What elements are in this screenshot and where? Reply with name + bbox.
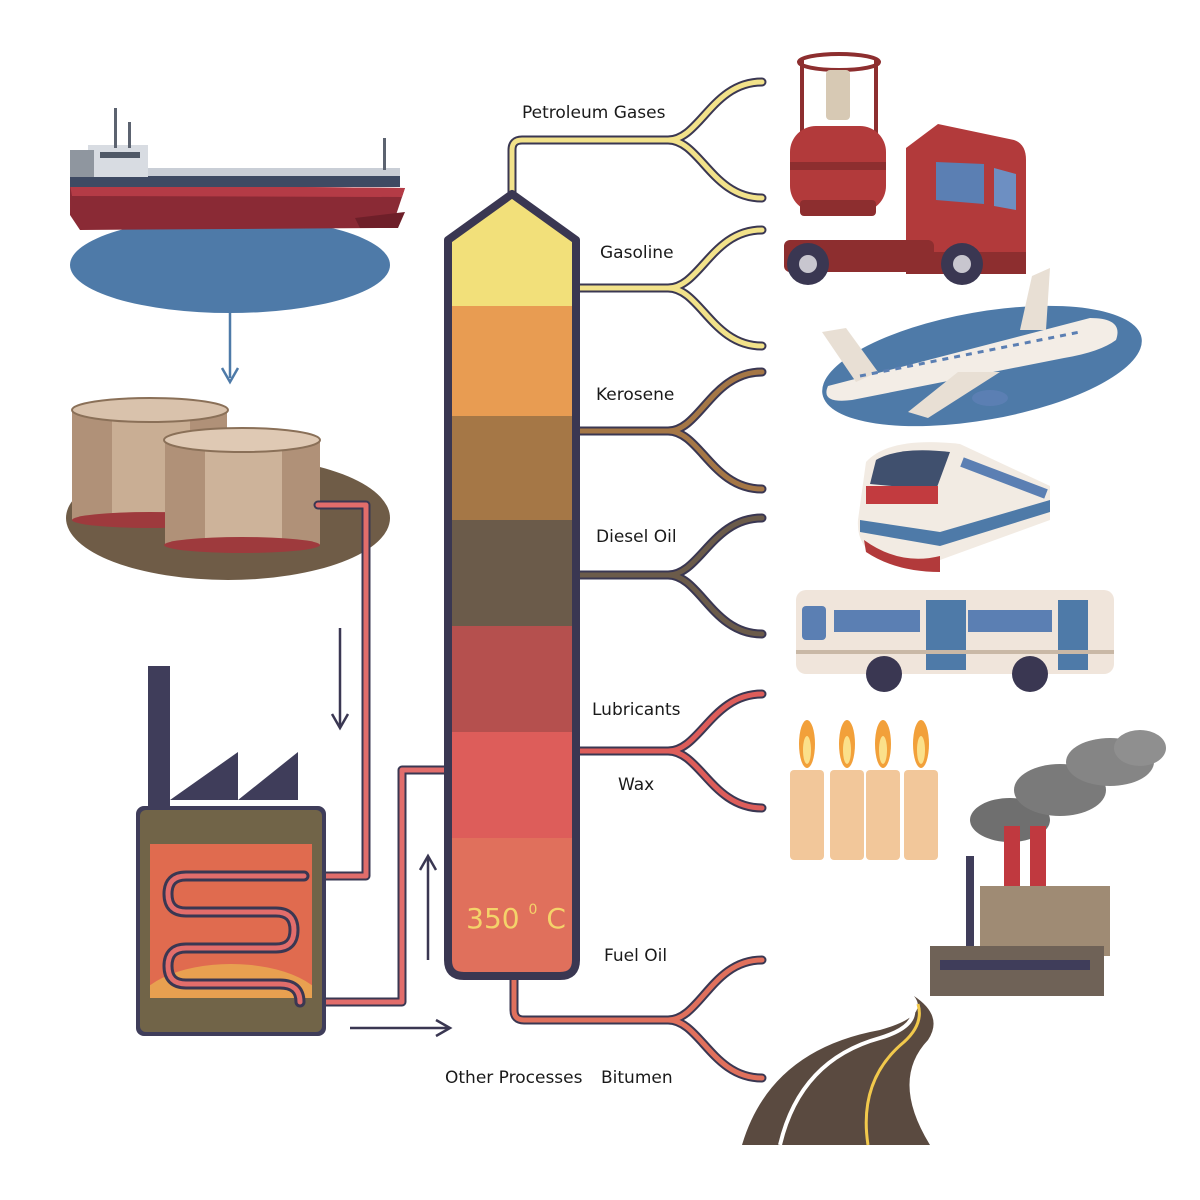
label-other-processes: Other Processes <box>445 1068 583 1088</box>
storage-tanks-icon <box>66 397 390 580</box>
temperature-unit: C <box>546 902 566 935</box>
column-temperature: 350 0 C <box>456 902 576 935</box>
label-fuel-oil: Fuel Oil <box>604 946 668 966</box>
flow-arrow-right <box>350 1018 453 1038</box>
gas-cylinder-icon <box>790 52 886 216</box>
label-petroleum-gases: Petroleum Gases <box>522 103 666 123</box>
column-layer <box>448 194 576 306</box>
flow-arrow-up <box>418 853 438 960</box>
branch-gasoline <box>571 225 767 351</box>
label-bitumen: Bitumen <box>601 1068 673 1088</box>
label-gasoline: Gasoline <box>600 243 674 263</box>
truck-icon <box>784 124 1026 285</box>
label-lubricants: Lubricants <box>592 700 681 720</box>
tanker-ship-icon <box>70 108 405 313</box>
label-diesel-oil: Diesel Oil <box>596 527 677 547</box>
furnace-factory-icon <box>136 666 326 1036</box>
train-icon <box>857 442 1050 572</box>
flow-arrow-down <box>330 628 350 731</box>
bus-icon <box>796 590 1114 692</box>
branch-lubricants-wax <box>571 689 767 813</box>
industrial-plant-icon <box>930 730 1166 996</box>
branch-kerosene <box>571 367 767 494</box>
branch-petroleum-gases <box>507 77 767 203</box>
airplane-icon <box>822 268 1142 427</box>
column-layer <box>448 520 576 626</box>
column-layer <box>448 306 576 416</box>
column-layer <box>448 416 576 520</box>
temperature-degree: 0 <box>528 902 538 918</box>
column-layer <box>448 626 576 732</box>
branch-diesel-oil <box>571 513 767 639</box>
distillation-column <box>444 190 580 980</box>
column-layer <box>448 838 576 976</box>
label-kerosene: Kerosene <box>596 385 675 405</box>
temperature-value: 350 <box>466 902 520 935</box>
column-layer <box>448 732 576 838</box>
branch-fuel-oil-bitumen <box>509 955 767 1083</box>
label-wax: Wax <box>618 775 655 795</box>
candles-icon <box>790 720 938 860</box>
road-icon <box>742 996 934 1146</box>
